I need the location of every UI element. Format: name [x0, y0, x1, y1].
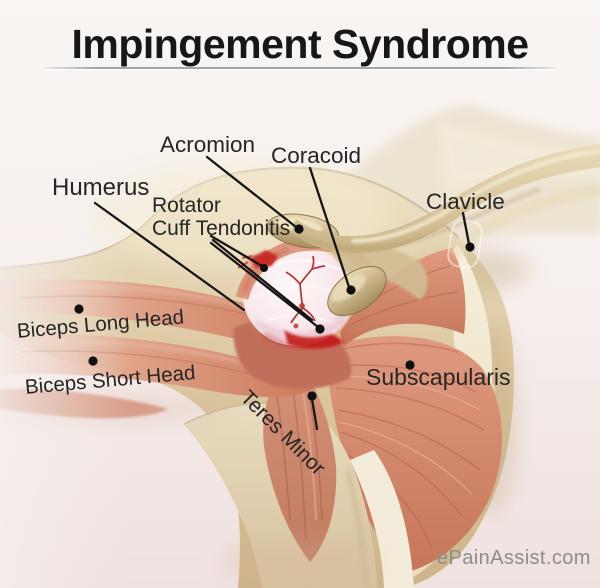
teres-minor-dot: [307, 391, 317, 401]
coracoid-label: Coracoid: [271, 143, 362, 168]
subscapularis-label: Subscapularis: [366, 364, 511, 390]
inflammation-marks: [237, 250, 344, 349]
acromion-line: [205, 155, 298, 229]
rotator-cuff-label-line2: Cuff Tendonitis: [152, 216, 291, 240]
rotator-cuff-tendonitis-label: Rotator Cuff Tendonitis: [152, 194, 291, 240]
humerus-line: [93, 201, 246, 312]
soft-shadow: [220, 536, 380, 584]
clavicle-dot: [465, 242, 475, 252]
subscapularis-dot: [405, 360, 415, 370]
annotation-layer: [74, 155, 475, 431]
title-underline: [45, 67, 555, 69]
rotator-cuff-line-1: [209, 234, 264, 268]
page-title: Impingement Syndrome: [71, 21, 529, 67]
coracoid-bone: [327, 244, 428, 317]
clavicle-label: Clavicle: [426, 189, 505, 214]
coracoid-dot: [346, 285, 356, 295]
humerus-label: Humerus: [52, 174, 150, 201]
rotator-cuff-dot-2: [315, 324, 325, 334]
acromion-label: Acromion: [160, 132, 256, 157]
rotator-cuff-line-2: [211, 238, 314, 322]
coracoid-line: [308, 166, 351, 289]
rotator-cuff-line-3: [209, 241, 320, 329]
biceps-short-head-dot: [88, 356, 98, 366]
humerus-shaft-edge: [350, 450, 414, 588]
rotator-cuff-dot-1: [260, 264, 268, 272]
clavicle-line: [461, 211, 471, 246]
biceps-long-head-dot: [74, 304, 84, 314]
watermark: ePainAssist.com: [437, 547, 591, 569]
rotator-cuff-label-line1: Rotator: [152, 194, 221, 217]
humeral-head: [243, 246, 353, 346]
clavicle-bone: [291, 144, 600, 269]
teres-minor-line: [310, 397, 319, 431]
edge-fade: [0, 250, 130, 588]
acromion-dot: [294, 224, 304, 234]
